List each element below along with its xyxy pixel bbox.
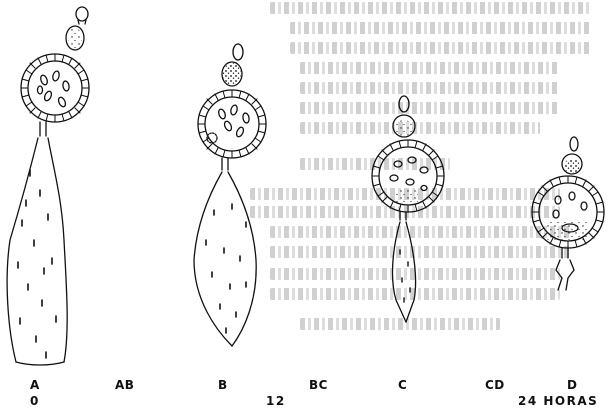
stage-d-cell: [532, 137, 604, 290]
stage-label-cd: CD: [485, 378, 505, 392]
stage-c-cell: [372, 96, 444, 322]
stage-label-b: B: [218, 378, 228, 392]
time-label-12: 12: [266, 394, 286, 408]
stage-a-cell: [7, 7, 89, 365]
stage-label-ab: AB: [115, 378, 134, 392]
time-label-24-horas: 24 HORAS: [518, 394, 598, 408]
stage-b-cell: [194, 44, 266, 346]
germination-stages-drawing: [0, 0, 608, 370]
stage-label-bc: BC: [309, 378, 328, 392]
stage-label-a: A: [30, 378, 40, 392]
stage-label-d: D: [567, 378, 577, 392]
stage-label-c: C: [398, 378, 407, 392]
time-label-0: 0: [30, 394, 40, 408]
